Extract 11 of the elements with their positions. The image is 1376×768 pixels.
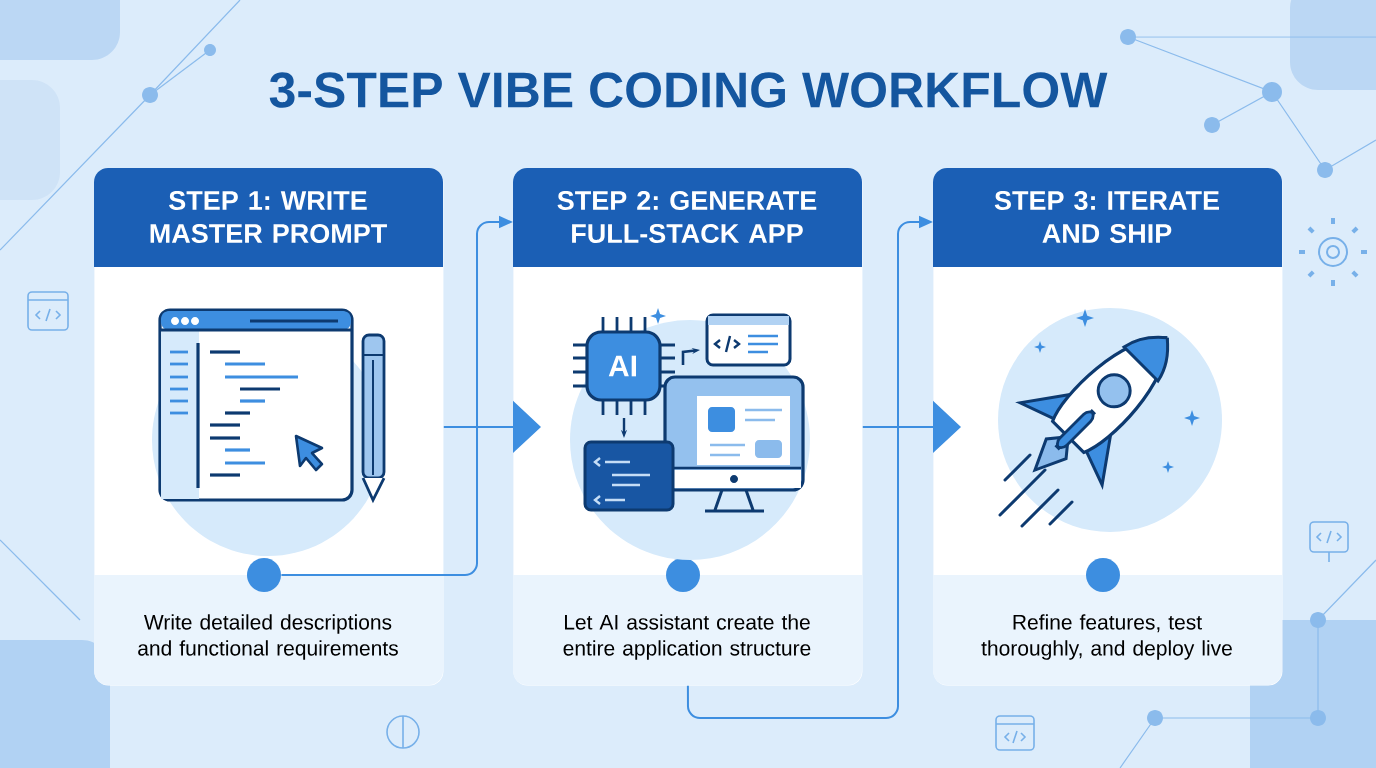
step-header: STEP 1: WRITE MASTER PROMPT — [94, 168, 443, 267]
step-description: Write detailed descriptions and functional requirements — [138, 614, 398, 660]
step-description: Let AI assistant create the entire application structure — [563, 614, 811, 660]
step-header: STEP 2: GENERATE FULL-STACK APP — [513, 168, 862, 267]
step-description: Refine features, test thoroughly, and deploy live — [981, 614, 1232, 660]
title: 3-STEP VIBE CODING WORKFLOW — [269, 72, 1108, 108]
step-header: STEP 3: ITERATE AND SHIP — [933, 168, 1282, 267]
dot-marker — [1086, 558, 1120, 592]
ai-generator-drawing: AI — [570, 308, 810, 560]
dot-marker — [247, 558, 281, 592]
dot-marker — [666, 558, 700, 592]
